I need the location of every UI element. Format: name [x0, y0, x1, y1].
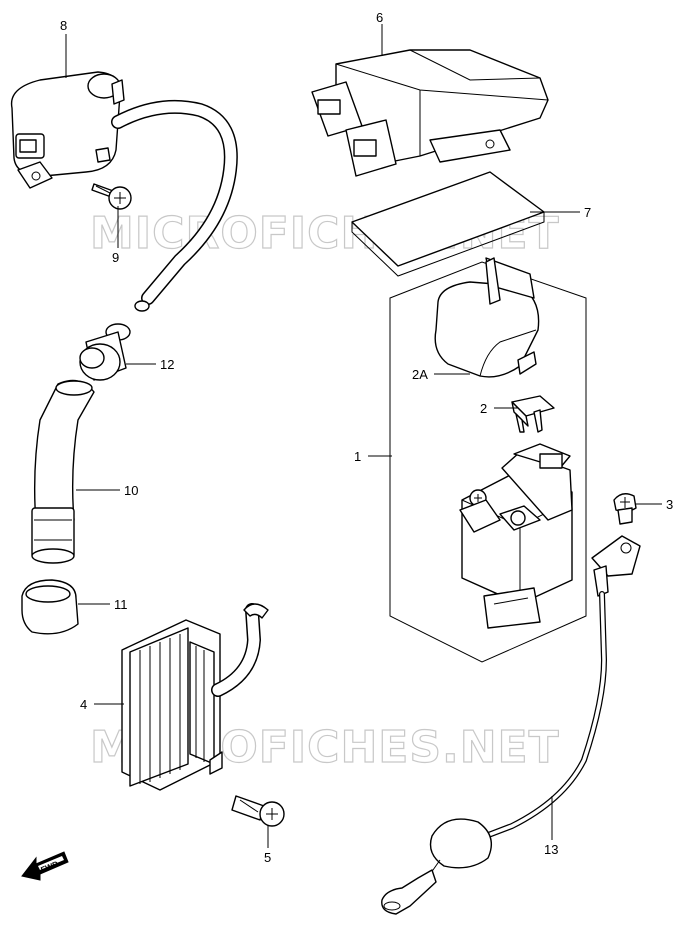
callout-3: 3 — [666, 497, 673, 512]
ignition-coil-part-8[interactable] — [10, 71, 125, 189]
callout-4: 4 — [80, 697, 87, 712]
relay-cover-part-2a[interactable] — [434, 257, 540, 378]
callout-8: 8 — [60, 18, 67, 33]
battery-lead-part-13[interactable] — [381, 535, 641, 915]
callout-2: 2 — [480, 401, 487, 416]
callout-11: 11 — [114, 597, 128, 612]
callout-6: 6 — [376, 10, 383, 25]
fuse-part-2[interactable] — [511, 395, 555, 433]
starter-relay-assembly-outline — [389, 261, 587, 663]
grommet-part-12[interactable] — [79, 323, 131, 381]
ignition-lead — [111, 99, 238, 312]
leader-lines — [65, 24, 662, 848]
regulator-rectifier-part-4[interactable] — [121, 619, 223, 791]
callout-5: 5 — [264, 850, 271, 865]
callout-10: 10 — [124, 483, 138, 498]
bolt-part-3[interactable] — [613, 493, 637, 525]
callout-9: 9 — [112, 250, 119, 265]
spark-plug-cap-part-10[interactable] — [31, 379, 95, 564]
callout-7: 7 — [584, 205, 591, 220]
regulator-lead — [211, 603, 269, 697]
fwd-arrow-icon: FWD — [21, 851, 69, 881]
callout-2a: 2A — [412, 367, 428, 382]
starter-relay-part-1[interactable] — [459, 443, 573, 629]
boot-cap-part-11[interactable] — [21, 579, 79, 635]
screw-part-9[interactable] — [91, 183, 132, 210]
bolt-part-5[interactable] — [231, 795, 285, 827]
callout-1: 1 — [354, 449, 361, 464]
callout-13: 13 — [544, 842, 558, 857]
cdi-unit-part-6[interactable] — [311, 49, 549, 177]
callout-12: 12 — [160, 357, 174, 372]
